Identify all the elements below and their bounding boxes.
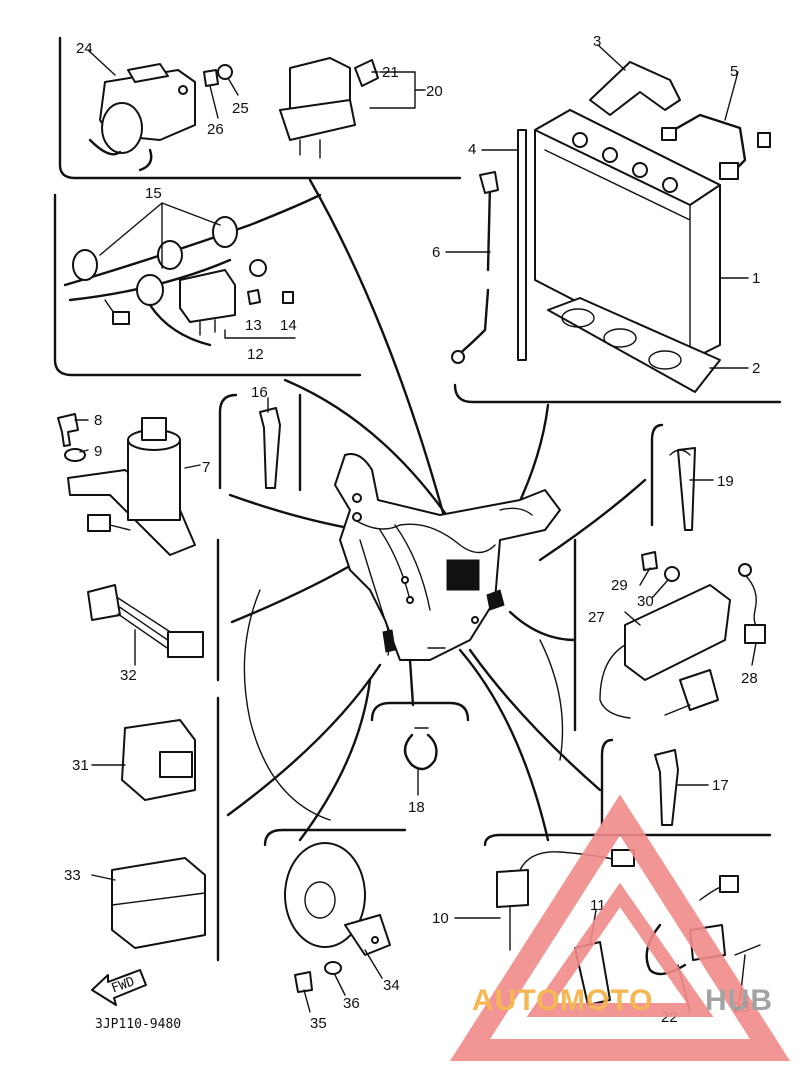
callout-20: 20: [426, 83, 443, 100]
part-29-bolt: [641, 551, 658, 571]
callout-7: 7: [202, 459, 210, 476]
part-15-bands: [63, 193, 322, 347]
part-14-nut: [282, 291, 294, 304]
callout-5: 5: [730, 63, 738, 80]
callout-35: 35: [310, 1015, 327, 1032]
callout-2: 2: [752, 360, 760, 377]
callout-14: 14: [280, 317, 297, 334]
part-19-band: [669, 447, 696, 531]
callout-27: 27: [588, 609, 605, 626]
part-12-flasher: [179, 269, 236, 336]
callout-29: 29: [611, 577, 628, 594]
callout-25: 25: [232, 100, 249, 117]
part-code: 3JP110-9480: [95, 1017, 181, 1032]
callout-26: 26: [207, 121, 224, 138]
part-4-breather-pipe: [517, 129, 527, 361]
part-34-horn: [284, 842, 391, 956]
callout-labels: 24 25 26 21 20 15 13 14 12 3 5 4 6 1 2 1…: [64, 33, 760, 1032]
watermark-hub: HUB: [705, 984, 773, 1017]
callout-36: 36: [343, 995, 360, 1012]
part-28-lead: [738, 563, 766, 644]
callout-13: 13: [245, 317, 262, 334]
part-21-clip: [354, 59, 379, 87]
watermark-logo: AUTO MOTO HUB: [449, 794, 791, 1061]
part-20-relay: [279, 57, 356, 159]
callout-31: 31: [72, 757, 89, 774]
part-24-ignition-coil: [88, 63, 196, 172]
leader-curves: [226, 178, 647, 842]
part-2-battery-tray: [547, 297, 721, 393]
bracket-12: [224, 329, 296, 339]
callout-3: 3: [593, 33, 601, 50]
part-35-bolt: [294, 971, 313, 993]
part-32-lead: [87, 584, 204, 658]
callout-12: 12: [247, 346, 264, 363]
callout-33: 33: [64, 867, 81, 884]
callout-6: 6: [432, 244, 440, 261]
callout-32: 32: [120, 667, 137, 684]
callout-9: 9: [94, 443, 102, 460]
part-31-relay: [121, 719, 196, 801]
part-7-main-switch: [67, 417, 196, 556]
section-borders: [53, 36, 782, 962]
part-16-band: [259, 407, 281, 489]
callout-19: 19: [717, 473, 734, 490]
frame-wire-harness: [334, 453, 561, 661]
callout-21: 21: [382, 64, 399, 81]
callout-15: 15: [145, 185, 162, 202]
part-10-switch: [496, 849, 635, 951]
callout-34: 34: [383, 977, 400, 994]
callout-18: 18: [408, 799, 425, 816]
callout-17: 17: [712, 777, 729, 794]
part-18-clamp: [403, 727, 438, 771]
part-3-battery-strap: [589, 61, 681, 116]
callout-10: 10: [432, 910, 449, 927]
part-17-band: [654, 749, 679, 826]
part-23-spring: [734, 944, 761, 956]
part-25-washer: [217, 64, 233, 80]
part-33-relay-cover: [111, 857, 206, 949]
callout-1: 1: [752, 270, 760, 287]
watermark-moto: MOTO: [560, 984, 653, 1017]
callout-24: 24: [76, 40, 93, 57]
part-8-bolt: [57, 413, 79, 447]
part-6-battery-lead: [451, 171, 499, 364]
callout-16: 16: [251, 384, 268, 401]
callout-8: 8: [94, 412, 102, 429]
fwd-arrow-label: FWD: [109, 974, 136, 996]
callout-30: 30: [637, 593, 654, 610]
part-26-nut: [203, 69, 219, 87]
watermark-auto: AUTO: [472, 984, 560, 1017]
fwd-arrow: FWD: [91, 969, 147, 1006]
part-30-washer: [664, 566, 680, 582]
part-13-bolt: [247, 289, 261, 305]
callout-28: 28: [741, 670, 758, 687]
part-27-cdi-unit: [599, 584, 731, 719]
part-5-battery-lead: [661, 113, 771, 180]
callout-4: 4: [468, 141, 476, 158]
part-36-washer: [324, 961, 342, 975]
